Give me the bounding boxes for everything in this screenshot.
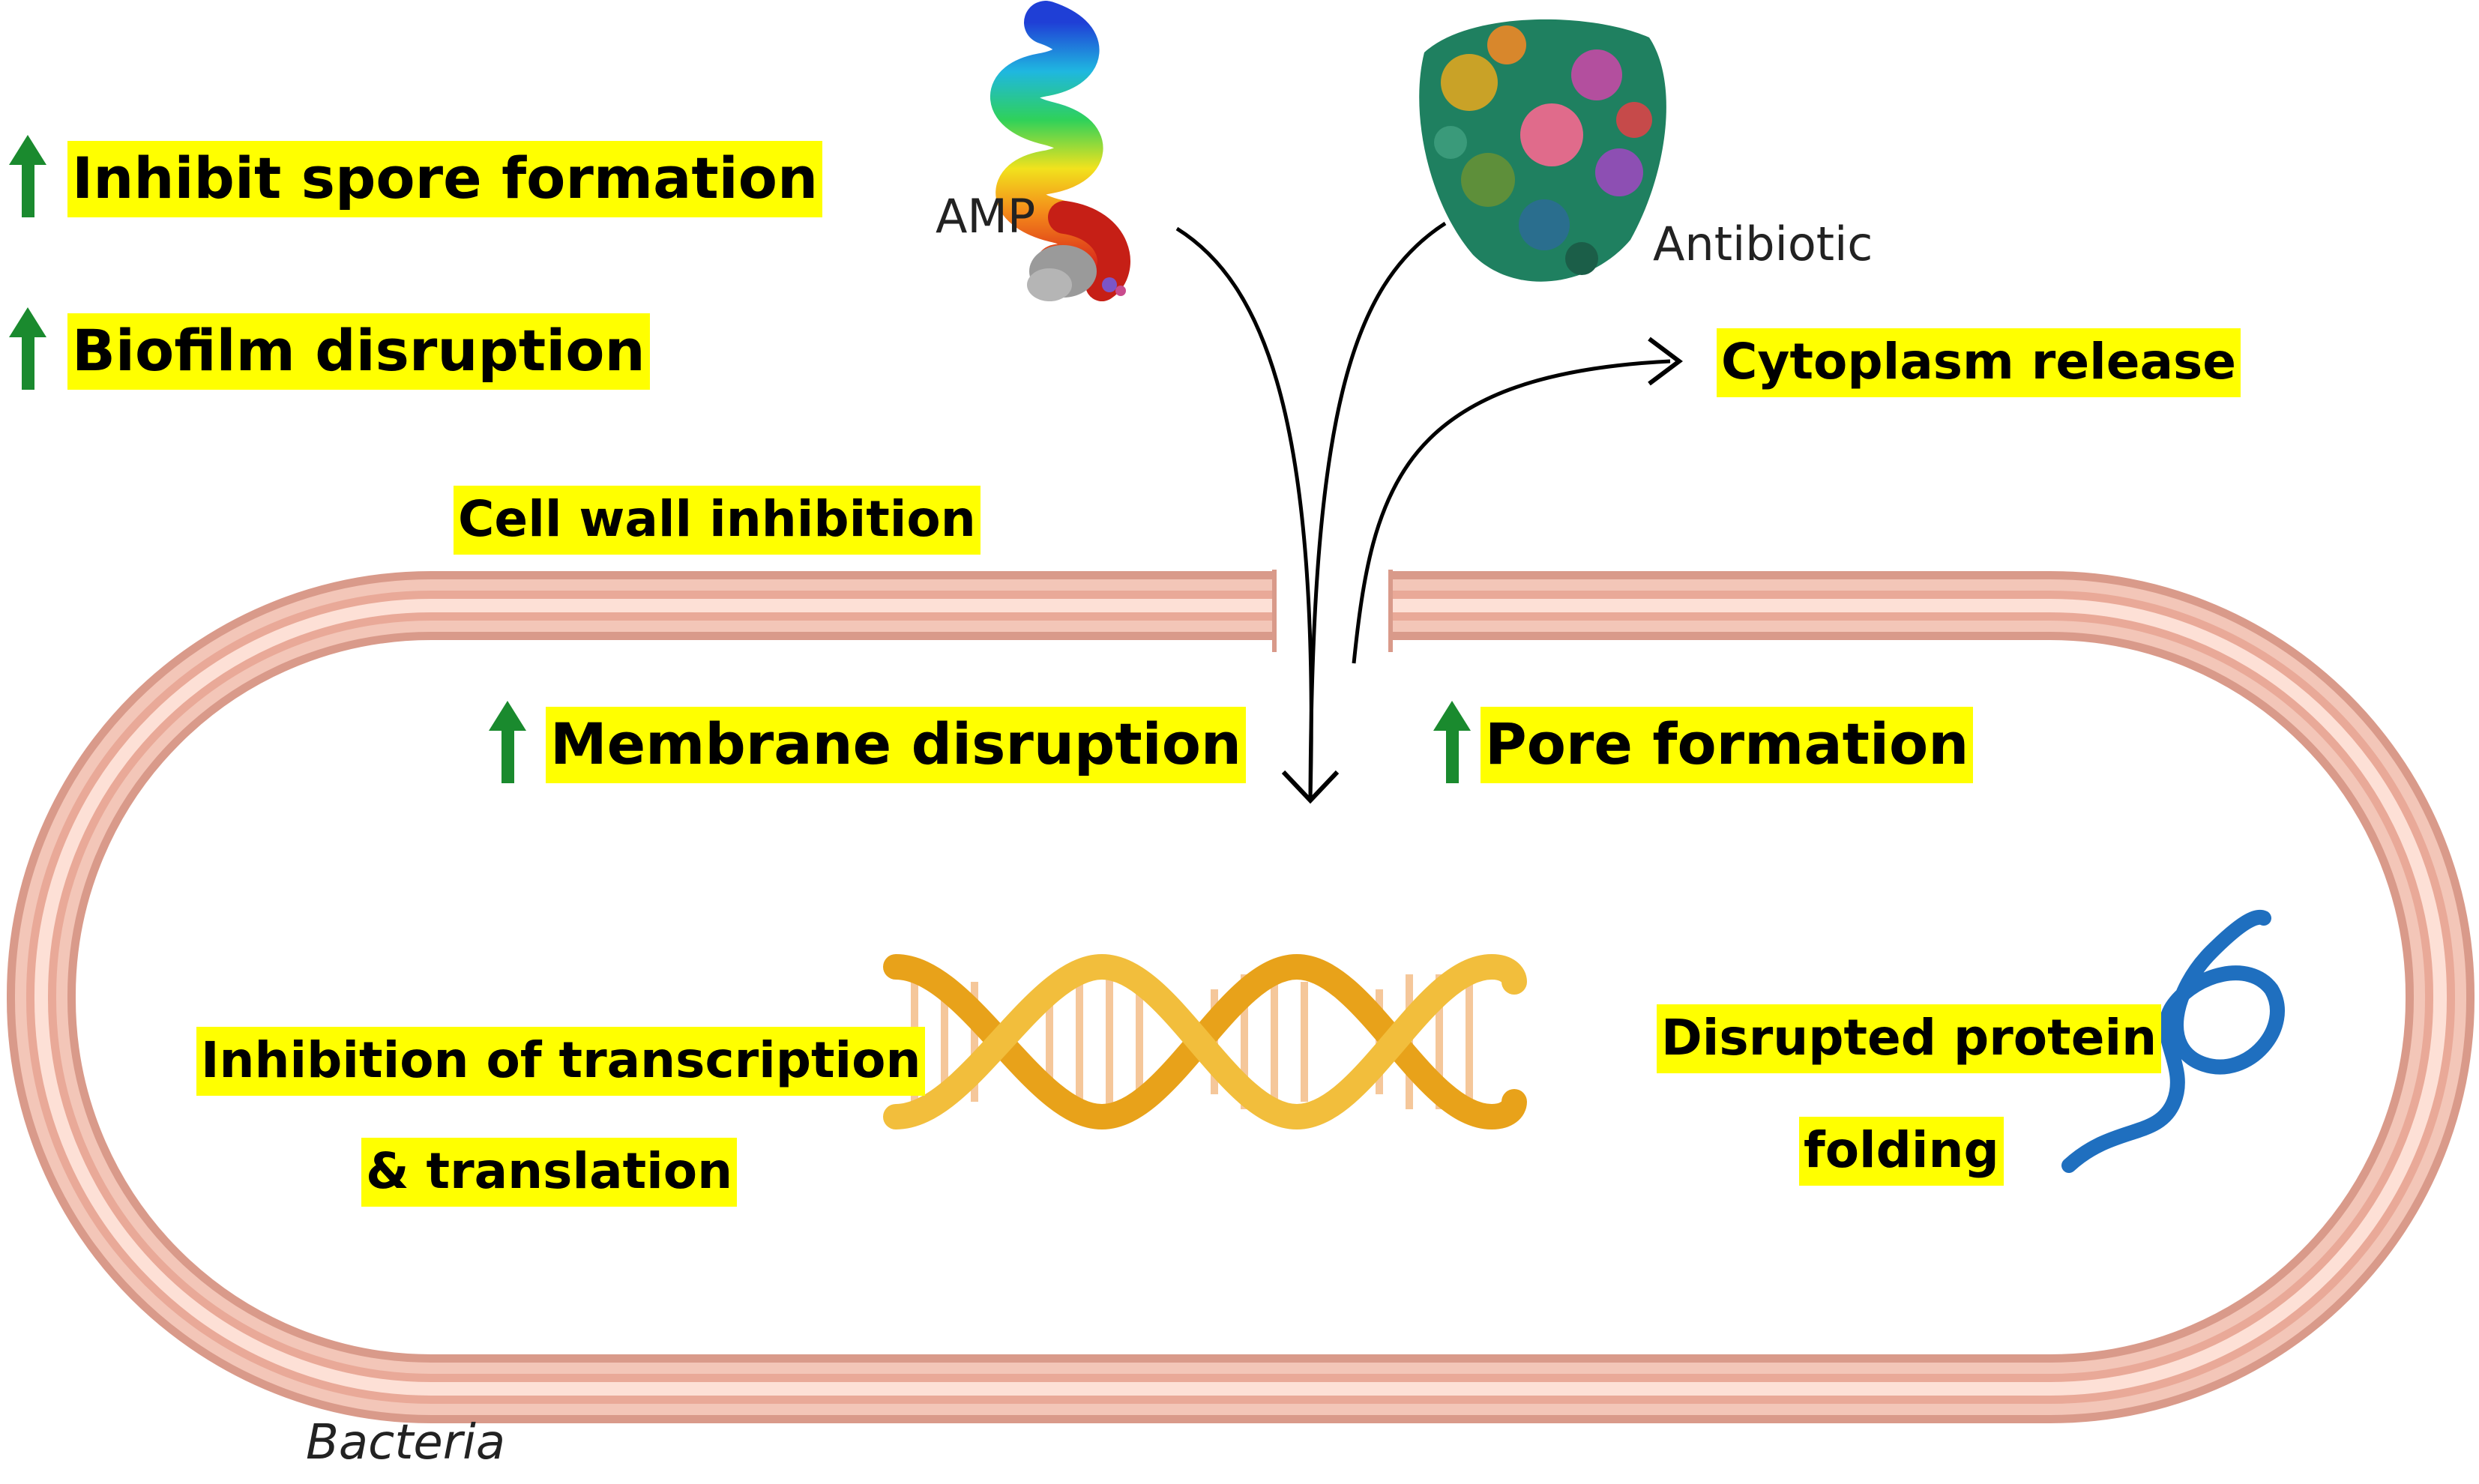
label-cell-wall-inhibition: Cell wall inhibition (454, 486, 981, 555)
label-pore-formation: Pore formation (1481, 707, 1974, 783)
cytoplasm-exit-arrow (1352, 359, 1671, 664)
dna-helix-icon (883, 953, 1527, 1130)
amp-helix-icon (990, 1, 1130, 301)
antibiotic-entry-arrow (1308, 221, 1447, 799)
label-amp: AMP (936, 189, 1036, 244)
increase-arrow-icon (1433, 701, 1471, 783)
bacteria-membrane (7, 558, 2475, 1423)
amp-entry-arrow (1175, 226, 1313, 799)
label-cytoplasm-release: Cytoplasm release (1717, 328, 2241, 397)
label-inhibition-transcription: Inhibition of transcription (196, 1027, 926, 1096)
label-inhibit-spore-formation: Inhibit spore formation (67, 141, 823, 217)
arrowhead-right (1648, 337, 1683, 386)
antibiotic-molecule-icon (1419, 19, 1666, 282)
protein-coil-icon (2061, 909, 2285, 1173)
arrowhead-down (1281, 770, 1340, 804)
label-biofilm-disruption: Biofilm disruption (67, 313, 650, 390)
membrane-pore-gap (1274, 558, 1391, 663)
label-disrupted-protein: Disrupted protein (1657, 1004, 2162, 1073)
label-folding: folding (1799, 1117, 2004, 1186)
increase-arrow-icon (9, 307, 46, 390)
label-antibiotic: Antibiotic (1653, 217, 1873, 271)
label-membrane-disruption: Membrane disruption (546, 707, 1247, 783)
increase-arrow-icon (489, 701, 526, 783)
pathway-arrows (1175, 221, 1683, 804)
increase-arrow-icon (9, 135, 46, 217)
label-translation: & translation (361, 1138, 738, 1207)
label-bacteria: Bacteria (306, 1415, 506, 1471)
